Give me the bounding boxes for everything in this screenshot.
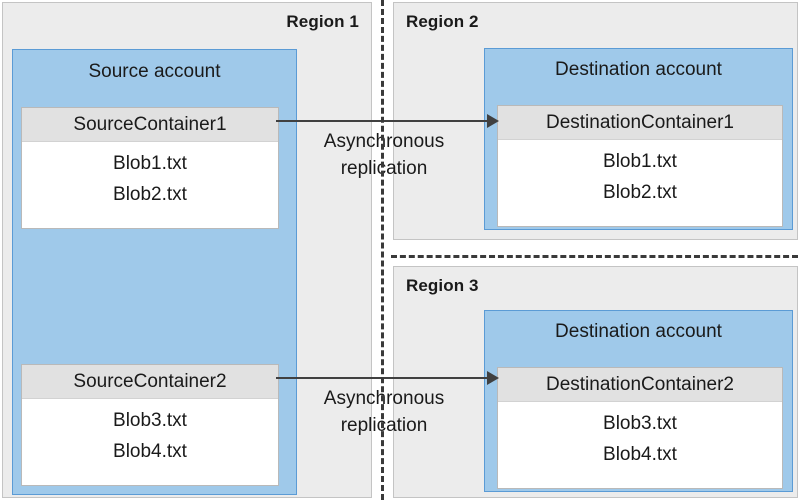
region-1-title: Region 1 [286, 12, 359, 31]
region-panel-1: Region 1 Source account SourceContainer1… [2, 2, 372, 498]
blob-item: Blob3.txt [603, 413, 677, 434]
region-divider-vertical [381, 0, 384, 500]
blob-item: Blob3.txt [113, 410, 187, 431]
source-container-2-header: SourceContainer2 [22, 365, 278, 399]
blob-item: Blob4.txt [603, 444, 677, 465]
blob-item: Blob1.txt [603, 151, 677, 172]
source-container-1-header: SourceContainer1 [22, 108, 278, 142]
destination-container-2-header: DestinationContainer2 [498, 368, 782, 402]
destination-account-2-label: Destination account [555, 321, 722, 342]
blob-item: Blob4.txt [113, 441, 187, 462]
arrow-label-line-1: Asynchronous [323, 131, 445, 152]
arrow-label-line-1: Asynchronous [323, 388, 445, 409]
region-2-title: Region 2 [406, 12, 479, 31]
source-container-2-card: SourceContainer2 Blob3.txt Blob4.txt [21, 364, 279, 486]
region-3-title: Region 3 [406, 276, 479, 295]
arrow-label-line-2: replication [340, 158, 428, 179]
destination-container-2-blob-list: Blob3.txt Blob4.txt [498, 402, 782, 470]
arrow-label-line-2: replication [340, 415, 428, 436]
destination-container-1-blob-list: Blob1.txt Blob2.txt [498, 140, 782, 208]
region-divider-horizontal [391, 255, 798, 258]
destination-account-1-label: Destination account [555, 59, 722, 80]
source-account-label: Source account [88, 61, 221, 82]
blob-item: Blob1.txt [113, 153, 187, 174]
source-container-2-blob-list: Blob3.txt Blob4.txt [22, 399, 278, 467]
replication-arrow-1-head-icon [487, 114, 499, 128]
blob-item: Blob2.txt [113, 184, 187, 205]
replication-arrow-2-label: Asynchronous replication [289, 385, 479, 439]
destination-container-1-header: DestinationContainer1 [498, 106, 782, 140]
destination-container-1-card: DestinationContainer1 Blob1.txt Blob2.tx… [497, 105, 783, 227]
replication-arrow-2-head-icon [487, 371, 499, 385]
destination-container-2-card: DestinationContainer2 Blob3.txt Blob4.tx… [497, 367, 783, 489]
blob-item: Blob2.txt [603, 182, 677, 203]
source-container-1-card: SourceContainer1 Blob1.txt Blob2.txt [21, 107, 279, 229]
replication-arrow-1-label: Asynchronous replication [289, 128, 479, 182]
source-container-1-blob-list: Blob1.txt Blob2.txt [22, 142, 278, 210]
